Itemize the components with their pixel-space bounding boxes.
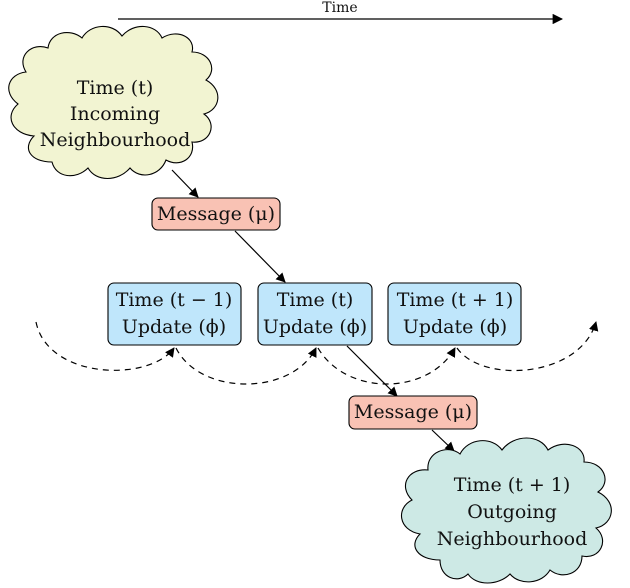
incoming-subtitle: Neighbourhood [40, 129, 191, 151]
message-node-bottom: Message (μ) [348, 395, 478, 430]
outgoing-title: Outgoing [467, 501, 557, 523]
incoming-neighbourhood-cloud: Time (t) Incoming Neighbourhood [8, 25, 219, 180]
temporal-recurrence-arcs [35, 321, 599, 385]
incoming-time-label: Time (t) [77, 77, 154, 99]
update-box [107, 282, 242, 346]
update-function-label: Update (ϕ) [403, 316, 507, 338]
incoming-title: Incoming [70, 103, 160, 125]
update-box [257, 282, 373, 346]
outgoing-time-label: Time (t + 1) [454, 474, 571, 496]
message-node-top: Message (μ) [151, 197, 281, 231]
outgoing-neighbourhood-cloud: Time (t + 1) Outgoing Neighbourhood [401, 437, 612, 584]
arrow-update-to-message [346, 345, 398, 397]
update-time-label: Time (t − 1) [116, 289, 233, 311]
arrow-message-to-update [234, 230, 286, 283]
incoming-cloud-shape [8, 25, 219, 180]
outgoing-cloud-shape [401, 437, 612, 584]
outgoing-subtitle: Neighbourhood [437, 528, 588, 550]
update-time-label: Time (t) [277, 289, 354, 311]
update-box [387, 282, 522, 346]
update-node-t-minus-1: Time (t − 1) Update (ϕ) [107, 282, 242, 346]
time-axis-label: Time [322, 0, 357, 16]
update-time-label: Time (t + 1) [397, 289, 514, 311]
arrow-incoming-to-message [171, 169, 199, 198]
recurrence-arc-1 [175, 347, 317, 385]
update-function-label: Update (ϕ) [263, 316, 367, 338]
message-top-label: Message (μ) [157, 203, 275, 225]
recurrence-arc-2 [317, 347, 456, 385]
recurrence-arc-right [456, 321, 599, 372]
message-bottom-box [348, 395, 478, 430]
update-function-label: Update (ϕ) [122, 316, 226, 338]
arrow-message-to-outgoing [431, 429, 455, 452]
message-top-box [151, 197, 281, 231]
update-node-t-plus-1: Time (t + 1) Update (ϕ) [387, 282, 522, 346]
time-axis: Time [118, 0, 564, 25]
message-bottom-label: Message (μ) [354, 401, 472, 423]
update-node-t: Time (t) Update (ϕ) [257, 282, 373, 346]
